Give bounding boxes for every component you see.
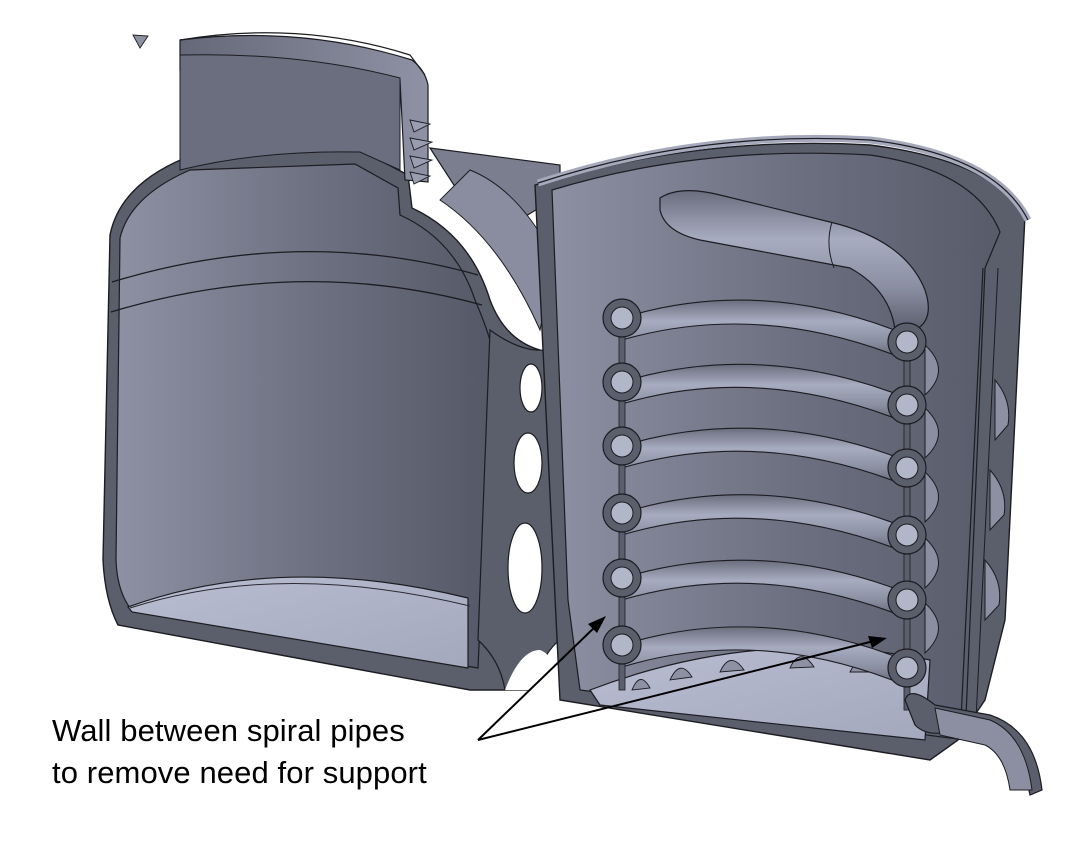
thread-teeth (409, 119, 434, 185)
callout-arrows (477, 616, 887, 741)
support-wall-left (602, 298, 642, 691)
inlet-pipe (659, 190, 929, 331)
arrow-to-left-wall (477, 623, 599, 741)
center-web (477, 328, 561, 691)
arrowhead-right (868, 636, 887, 648)
arrowhead-left (588, 616, 606, 633)
left-cup-floor (127, 576, 469, 669)
callout-line-1: Wall between spiral pipes (52, 713, 405, 748)
web-hole-2 (513, 432, 543, 494)
web-hole-1 (519, 363, 543, 413)
arrow-to-right-wall (477, 640, 875, 741)
callout-label: Wall between spiral pipes to remove need… (52, 710, 427, 794)
support-wall-right (887, 322, 927, 711)
outlet-spout (904, 693, 1043, 796)
callout-line-2: to remove need for support (52, 755, 427, 790)
outer-wall-ribs (984, 378, 1010, 622)
left-cup (102, 32, 546, 691)
web-hole-3 (507, 522, 543, 614)
spiral-coils (621, 299, 939, 687)
connector-tube (428, 147, 561, 332)
